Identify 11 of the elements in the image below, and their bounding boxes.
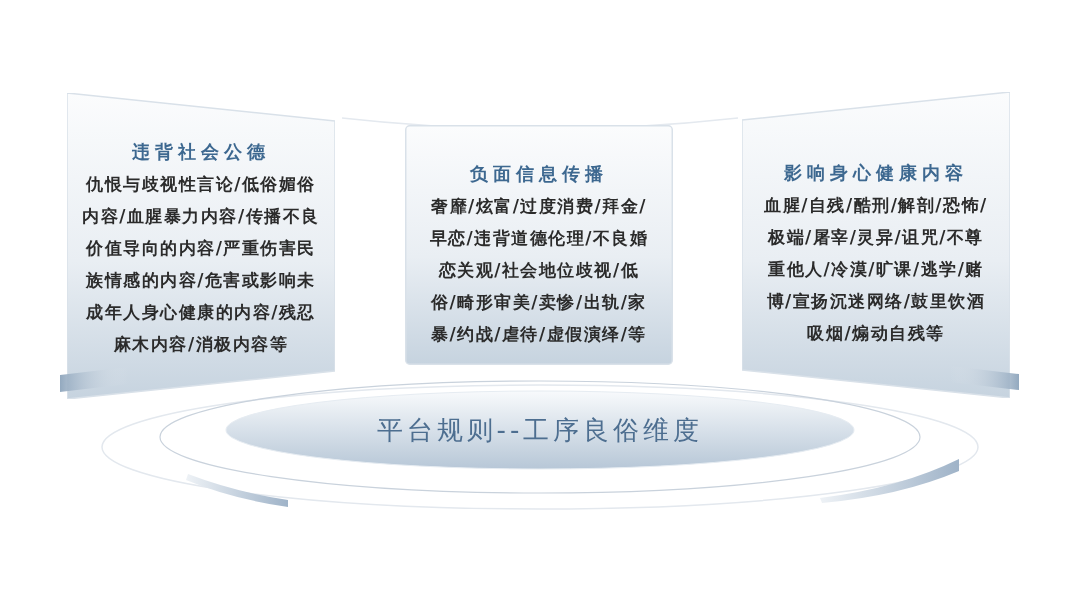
ellipse-title: 平台规则--工序良俗维度 [375,414,705,447]
content-card [405,125,673,365]
card-heading: 违背社会公德 [131,140,271,164]
title-ellipse [225,390,855,470]
card-text: 血腥/自残/酷刑/解剖/恐怖/极端/屠宰/灵异/诅咒/不尊重他人/冷漠/旷课/逃学/赌博/宣扬沉迷网络/鼓里饮酒吸烟/煽动自残等 [763,194,989,345]
content-card [742,92,1010,398]
card-text: 仇恨与歧视性言论/低俗媚俗内容/血腥暴力内容/传播不良价值导向的内容/严重伤害民族情感的内容/危害或影响未成年人身心健康的内容/残忍麻木内容/消极内容等 [81,173,321,356]
content-card [67,93,335,399]
card-heading: 负面信息传播 [469,162,609,186]
card-heading: 影响身心健康内容 [783,161,969,185]
card-text: 奢靡/炫富/过度消费/拜金/早恋/违背道德伦理/不良婚恋关观/社会地位歧视/低俗/畸形审美/卖惨/出轨/家暴/约战/虐待/虚假演绎/等 [429,195,649,346]
